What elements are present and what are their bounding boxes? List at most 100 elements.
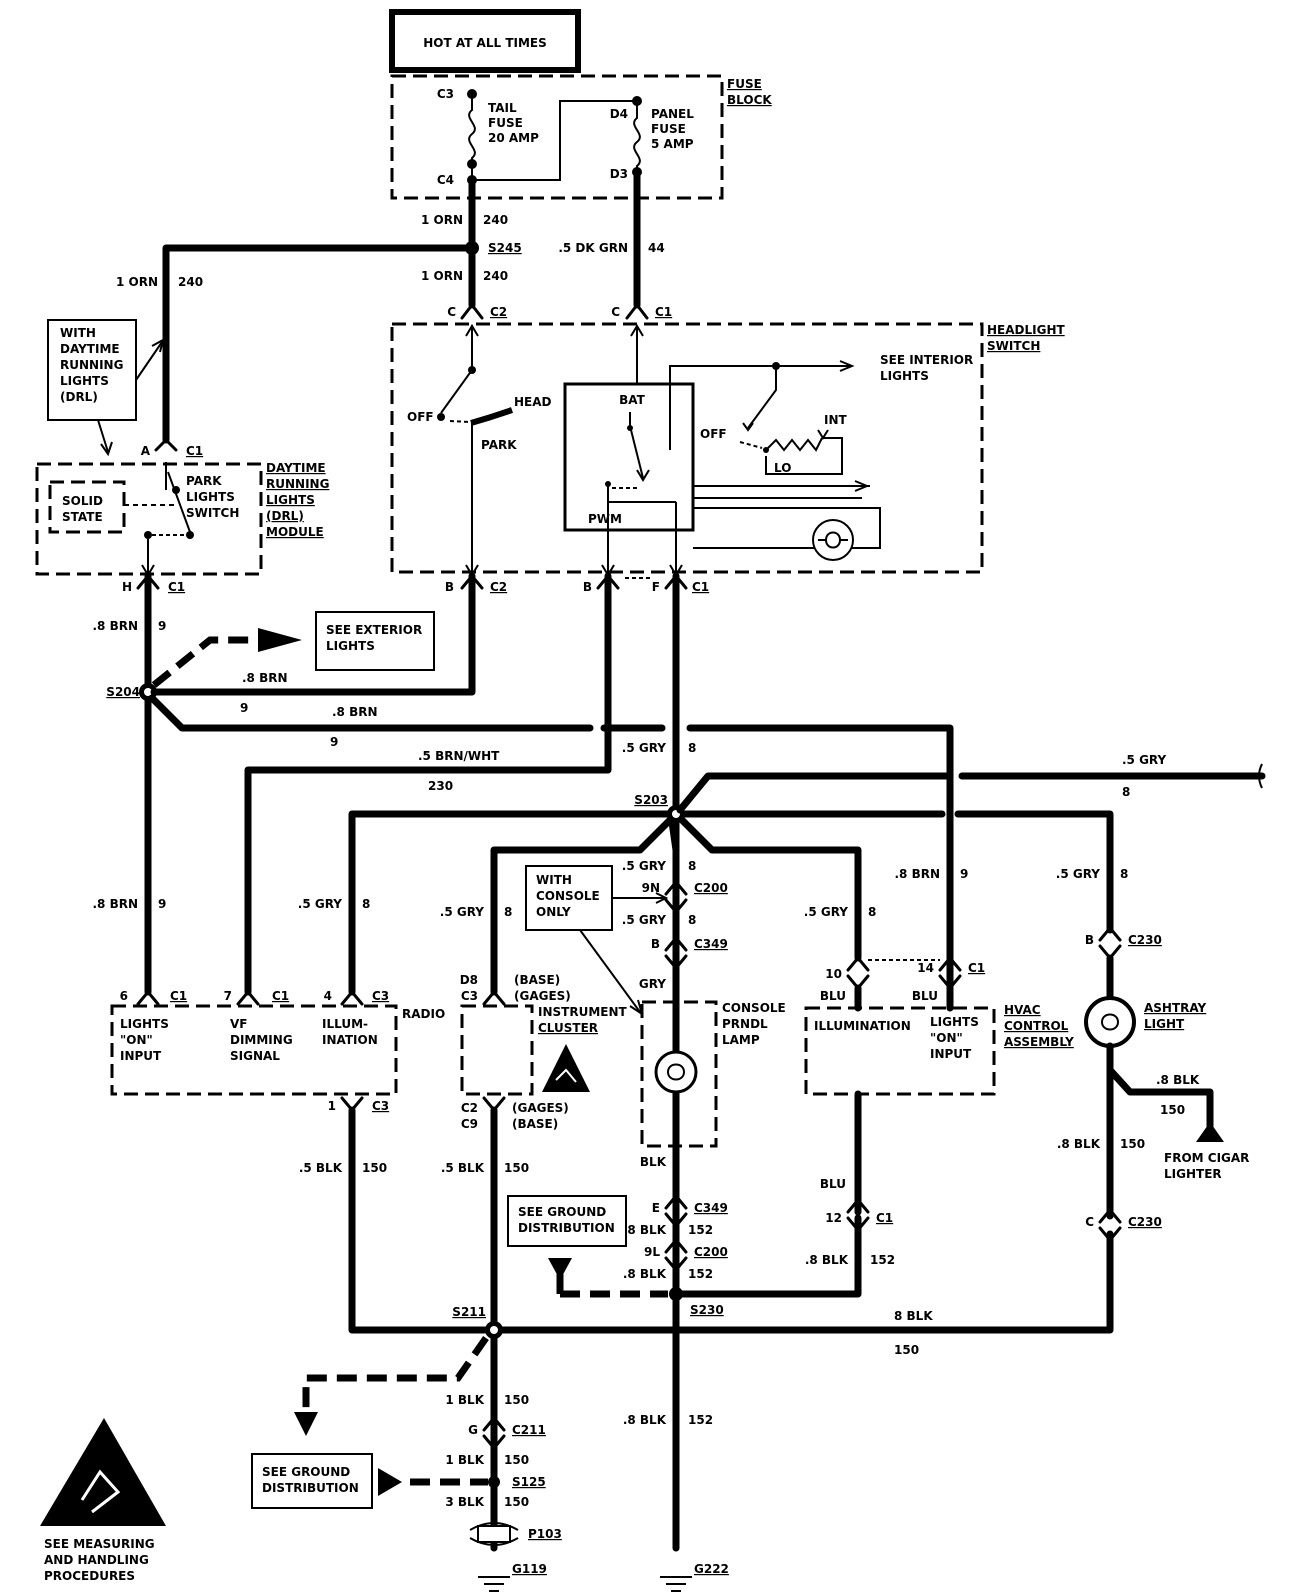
measuring-3: PROCEDURES xyxy=(44,1569,135,1583)
conn-c2-top: C2 xyxy=(490,305,507,319)
conn-c1-drl-top: C1 xyxy=(186,444,203,458)
pin-b-c349: B xyxy=(651,937,660,951)
wire-blu-c: BLU xyxy=(820,1177,846,1191)
wire-gry-f: .5 GRY xyxy=(804,905,849,919)
pin-1: 1 xyxy=(328,1099,336,1113)
wire-gry-c: .5 GRY xyxy=(298,897,343,911)
ashtray-2: LIGHT xyxy=(1144,1017,1185,1031)
drl-module-5: MODULE xyxy=(266,525,324,539)
wire-blk5-a: .5 BLK xyxy=(299,1161,343,1175)
bat-label: BAT xyxy=(619,393,646,407)
measuring-1: SEE MEASURING xyxy=(44,1537,155,1551)
wire-240-a: 240 xyxy=(483,213,508,227)
cluster-gages-bottom: (GAGES) xyxy=(512,1101,569,1115)
drl-note-4: LIGHTS xyxy=(60,374,109,388)
wire-blk8-a: .8 BLK xyxy=(623,1223,667,1237)
wire-1blk-a: 1 BLK xyxy=(445,1393,484,1407)
conn-c3-cluster: C3 xyxy=(461,989,478,1003)
wire-150-d: 150 xyxy=(504,1393,529,1407)
wire-gry-b: .5 GRY xyxy=(1122,753,1167,767)
wire-150-e: 150 xyxy=(504,1453,529,1467)
wire-brn-b: .8 BRN xyxy=(242,671,288,685)
hvac-label-3: ASSEMBLY xyxy=(1004,1035,1074,1049)
pin-g: G xyxy=(468,1423,478,1437)
hvac-label-1: HVAC xyxy=(1004,1003,1041,1017)
see-ground-2b: DISTRIBUTION xyxy=(262,1481,359,1495)
pin-d4: D4 xyxy=(610,107,628,121)
lo-label: LO xyxy=(774,461,791,475)
wire-gry-h: .5 GRY xyxy=(622,913,667,927)
instrument-cluster: INSTRUMENT CLUSTER xyxy=(460,1004,628,1096)
see-exterior-1: SEE EXTERIOR xyxy=(326,623,422,637)
wire-152-d: 152 xyxy=(870,1253,895,1267)
esd-icon-small xyxy=(542,1044,590,1092)
conn-c3-radio-a: C3 xyxy=(372,989,389,1003)
hot-label: HOT AT ALL TIMES xyxy=(423,36,547,50)
conn-c2-bottom: C2 xyxy=(490,580,507,594)
cluster-base-top: (BASE) xyxy=(514,973,560,987)
ashtray-1: ASHTRAY xyxy=(1144,1001,1207,1015)
illum-radio-2: INATION xyxy=(322,1033,378,1047)
wire-brn-a: .8 BRN xyxy=(92,619,138,633)
lights-on-2: "ON" xyxy=(120,1033,153,1047)
drl-note-2: DAYTIME xyxy=(60,342,120,356)
vf-dimming-3: SIGNAL xyxy=(230,1049,280,1063)
pin-f-c1: F xyxy=(652,580,660,594)
wire-8-e: 8 xyxy=(688,859,696,873)
off-right: OFF xyxy=(700,427,727,441)
console-prndl-lamp: CONSOLE PRNDL LAMP xyxy=(640,1000,786,1148)
hvac-lights-on-3: INPUT xyxy=(930,1047,972,1061)
wire-240-c: 240 xyxy=(178,275,203,289)
splice-s211: S211 xyxy=(452,1305,486,1319)
pin-14: 14 xyxy=(917,961,934,975)
see-interior-2: LIGHTS xyxy=(880,369,929,383)
cigar-2: LIGHTER xyxy=(1164,1167,1222,1181)
see-exterior-2: LIGHTS xyxy=(326,639,375,653)
wire-8-d: 8 xyxy=(504,905,512,919)
esd-warning-icon xyxy=(40,1418,166,1526)
wire-blk8-c: .8 BLK xyxy=(623,1413,667,1427)
drl-module-1: DAYTIME xyxy=(266,461,326,475)
wire-gry-a: .5 GRY xyxy=(622,741,667,755)
drl-note-3: RUNNING xyxy=(60,358,123,372)
wire-blk-plain: BLK xyxy=(640,1155,667,1169)
pin-b-c2: B xyxy=(445,580,454,594)
tail-fuse-2: FUSE xyxy=(488,116,523,130)
wire-150-c: 150 xyxy=(504,1161,529,1175)
wire-152-a: 152 xyxy=(688,1223,713,1237)
pin-12: 12 xyxy=(825,1211,842,1225)
wire-gry-g: .5 GRY xyxy=(1056,867,1101,881)
wire-240-b: 240 xyxy=(483,269,508,283)
wire-152-c: 152 xyxy=(688,1413,713,1427)
vf-dimming-2: DIMMING xyxy=(230,1033,293,1047)
pin-a: A xyxy=(141,444,151,458)
pin-c-c1: C xyxy=(611,305,620,319)
conn-c1-radio-a: C1 xyxy=(170,989,187,1003)
wire-9-b: 9 xyxy=(240,701,248,715)
wire-brnwht: .5 BRN/WHT xyxy=(418,749,500,763)
panel-fuse-2: FUSE xyxy=(651,122,686,136)
pin-e: E xyxy=(652,1201,660,1215)
solid-state-1: SOLID xyxy=(62,494,103,508)
splice-s204: S204 xyxy=(106,685,140,699)
headlight-label-1: HEADLIGHT xyxy=(987,323,1065,337)
conn-c1-bottom: C1 xyxy=(692,580,709,594)
see-ground-1a: SEE GROUND xyxy=(518,1205,606,1219)
pin-b-c230: B xyxy=(1085,933,1094,947)
pin-4: 4 xyxy=(324,989,332,1003)
wire-gry-e: .5 GRY xyxy=(622,859,667,873)
vf-dimming-1: VF xyxy=(230,1017,247,1031)
wire-blk8-b: .8 BLK xyxy=(623,1267,667,1281)
pin-9n: 9N xyxy=(642,881,660,895)
drl-module: SOLID STATE PARK LIGHTS SWITCH DAYTIME R… xyxy=(35,461,329,577)
illum-radio-1: ILLUM- xyxy=(322,1017,368,1031)
conn-c1-hvac-b: C1 xyxy=(876,1211,893,1225)
cluster-label-2: CLUSTER xyxy=(538,1021,598,1035)
conn-p103: P103 xyxy=(528,1527,562,1541)
pin-7: 7 xyxy=(224,989,232,1003)
park-switch-2: LIGHTS xyxy=(186,490,235,504)
conn-c200-bottom: C200 xyxy=(694,1245,728,1259)
splice-s245: S245 xyxy=(488,241,522,255)
see-ground-note-2: SEE GROUND DISTRIBUTION xyxy=(251,1453,373,1509)
